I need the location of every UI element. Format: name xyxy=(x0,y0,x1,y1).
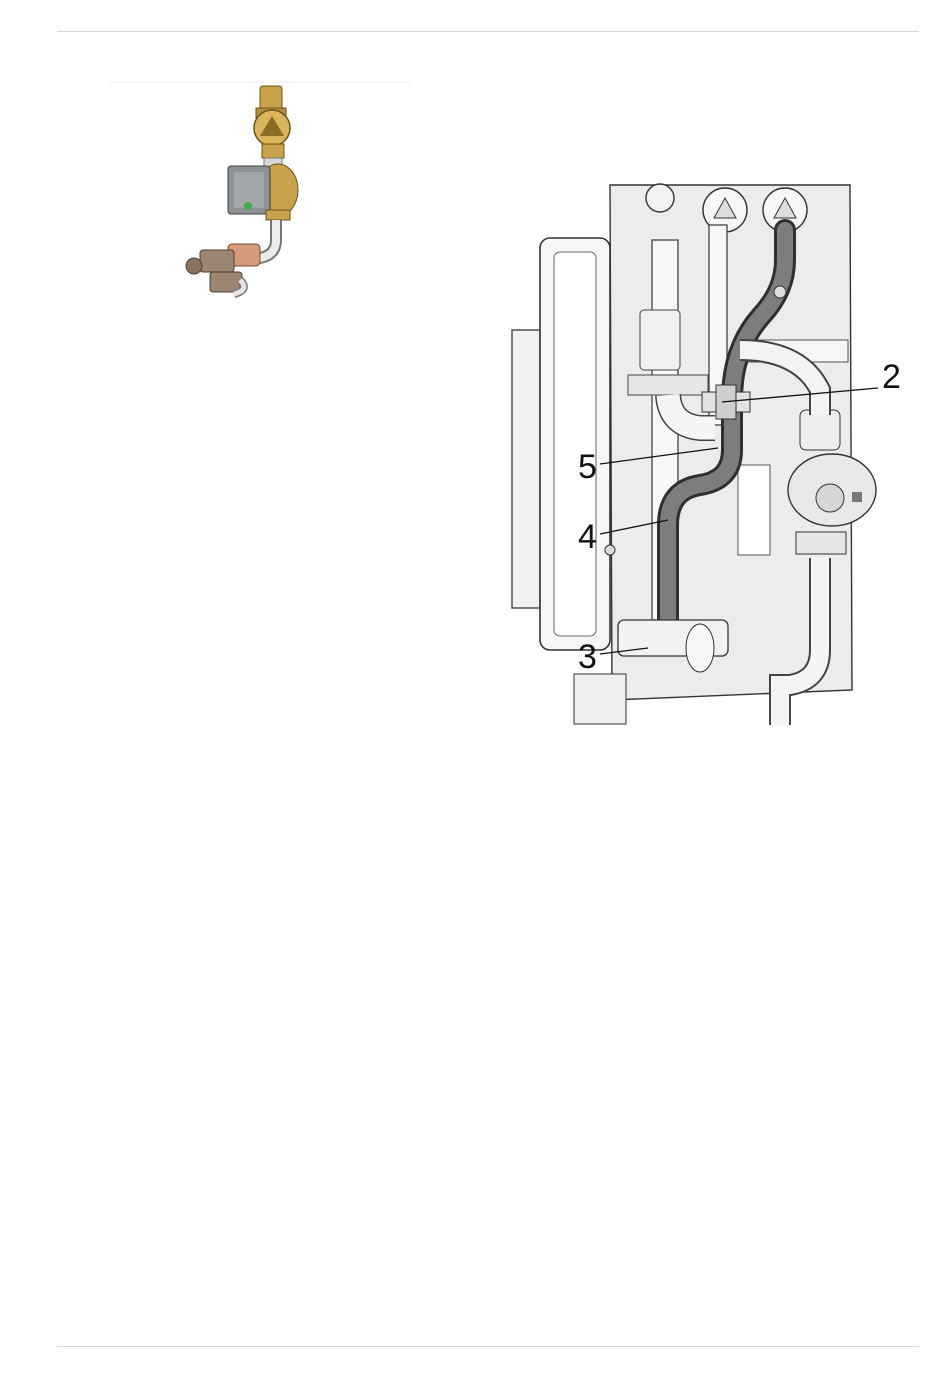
hydraulic-station-drawing: 2 5 4 3 xyxy=(500,180,920,725)
callout-2: 2 xyxy=(882,358,901,396)
callout-4: 4 xyxy=(578,518,597,556)
footer-rule xyxy=(57,1346,919,1347)
header-rule xyxy=(57,31,919,32)
pump-group-illustration xyxy=(110,80,410,305)
pump-group-drawing xyxy=(110,80,410,305)
hydraulic-station-illustration: 2 5 4 3 xyxy=(500,180,920,725)
callout-5: 5 xyxy=(578,448,597,486)
callout-3: 3 xyxy=(578,638,597,676)
